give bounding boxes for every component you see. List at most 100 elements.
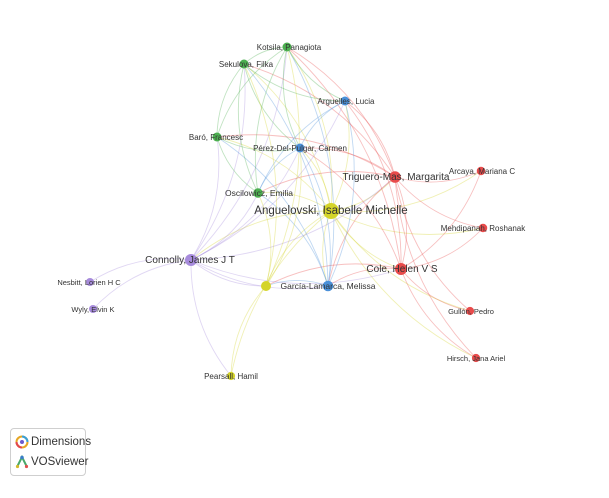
network-edge bbox=[230, 210, 332, 377]
network-edge bbox=[216, 136, 332, 212]
network-edge bbox=[330, 210, 402, 270]
network-nodes bbox=[86, 42, 488, 381]
node-arcaya[interactable] bbox=[476, 166, 486, 176]
network-edge bbox=[282, 46, 301, 149]
network-edge bbox=[286, 46, 346, 102]
network-edge bbox=[216, 46, 288, 138]
network-edge bbox=[216, 136, 301, 152]
node-perez[interactable] bbox=[295, 143, 305, 153]
node-wyly[interactable] bbox=[89, 305, 97, 313]
network-edge bbox=[243, 63, 346, 102]
network-edge bbox=[394, 176, 484, 229]
node-nesbitt[interactable] bbox=[86, 278, 94, 286]
node-label-garcia[interactable]: García-Lamarca, Melissa bbox=[281, 281, 376, 291]
network-edge bbox=[243, 63, 329, 287]
network-edge bbox=[330, 210, 484, 235]
node-label-arcaya[interactable]: Arcaya, Mariana C bbox=[449, 167, 515, 176]
node-label-cole[interactable]: Cole, Helen V S bbox=[366, 264, 437, 275]
node-gullon[interactable] bbox=[465, 306, 475, 316]
node-label-mehdipanah[interactable]: Mehdipanah, Roshanak bbox=[441, 224, 527, 233]
node-oscilowicz[interactable] bbox=[253, 188, 263, 198]
network-edge bbox=[190, 259, 267, 287]
dimensions-label: Dimensions bbox=[31, 436, 92, 448]
network-edge bbox=[216, 136, 329, 287]
node-baro[interactable] bbox=[212, 132, 222, 142]
network-edge bbox=[257, 100, 346, 194]
network-labels: Anguelovski, Isabelle MichelleConnolly, … bbox=[57, 43, 526, 381]
network-edge bbox=[400, 268, 471, 312]
node-label-baro[interactable]: Baró, Francesc bbox=[189, 133, 243, 142]
network-edge bbox=[265, 147, 302, 287]
node-label-kotsila[interactable]: Kotsila, Panagiota bbox=[257, 43, 322, 52]
node-anguelovski[interactable] bbox=[323, 203, 339, 219]
node-label-pearsall[interactable]: Pearsall, Hamil bbox=[204, 372, 258, 381]
vosviewer-row[interactable]: VOSviewer bbox=[15, 452, 89, 472]
node-label-oscilowicz[interactable]: Oscilowicz, Emilia bbox=[225, 188, 293, 198]
network-edge bbox=[190, 46, 288, 261]
network-edge bbox=[265, 280, 329, 287]
node-connolly[interactable] bbox=[185, 254, 197, 266]
node-mehdipanah[interactable] bbox=[478, 223, 488, 233]
network-edge bbox=[394, 176, 477, 359]
vosviewer-logo-icon bbox=[15, 455, 29, 469]
network-edge bbox=[330, 210, 477, 359]
node-label-nesbitt[interactable]: Nesbitt, Lorien H C bbox=[57, 278, 121, 287]
network-edge bbox=[92, 259, 192, 310]
node-triguero[interactable] bbox=[389, 171, 401, 183]
network-edge bbox=[265, 210, 332, 287]
network-edge bbox=[286, 46, 335, 287]
network-edge bbox=[254, 46, 288, 194]
network-edge bbox=[257, 192, 329, 287]
network-edges bbox=[89, 46, 484, 377]
node-label-hirsch[interactable]: Hirsch, Jana Ariel bbox=[447, 354, 506, 363]
node-pearsall[interactable] bbox=[226, 371, 236, 381]
network-edge bbox=[330, 100, 350, 212]
node-kotsila[interactable] bbox=[282, 42, 292, 52]
network-edge bbox=[190, 259, 232, 377]
network-edge bbox=[327, 176, 396, 287]
network-edge bbox=[190, 192, 259, 261]
node-label-triguero[interactable]: Triguero-Mas, Margarita bbox=[343, 172, 450, 183]
node-arguelles[interactable] bbox=[340, 96, 350, 106]
network-edge bbox=[394, 170, 482, 183]
network-edge bbox=[327, 267, 402, 287]
network-edge bbox=[190, 259, 402, 285]
node-hirsch[interactable] bbox=[471, 353, 481, 363]
node-sekulova[interactable] bbox=[239, 59, 249, 69]
network-edge bbox=[257, 147, 301, 194]
node-garcia[interactable] bbox=[322, 280, 334, 292]
network-edge bbox=[190, 136, 220, 261]
network-edge bbox=[394, 176, 471, 312]
attribution-legend: Dimensions VOSviewer bbox=[10, 428, 91, 476]
network-edge bbox=[286, 46, 402, 270]
dimensions-logo-icon bbox=[15, 435, 29, 449]
network-edge bbox=[216, 63, 245, 138]
node-yellow2[interactable] bbox=[261, 281, 271, 291]
node-label-anguelovski[interactable]: Anguelovski, Isabelle Michelle bbox=[254, 205, 407, 217]
node-cole[interactable] bbox=[395, 263, 407, 275]
node-label-wyly[interactable]: Wyly, Elvin K bbox=[71, 305, 114, 314]
network-edge bbox=[190, 100, 346, 261]
network-edge bbox=[216, 134, 396, 178]
network-edge bbox=[299, 147, 402, 270]
network-edge bbox=[257, 192, 272, 287]
network-edge bbox=[89, 258, 192, 283]
dimensions-row[interactable]: Dimensions bbox=[15, 432, 91, 452]
network-edge bbox=[265, 46, 300, 287]
network-edge bbox=[286, 46, 396, 178]
network-edge bbox=[286, 46, 333, 212]
node-label-connolly[interactable]: Connolly, James J T bbox=[145, 255, 235, 266]
network-edge bbox=[299, 100, 346, 149]
node-label-sekulova[interactable]: Sekulova, Filka bbox=[219, 60, 274, 69]
network-edge bbox=[344, 100, 396, 178]
network-edge bbox=[190, 210, 332, 261]
node-label-perez[interactable]: Pérez-Del-Pulgar, Carmen bbox=[253, 144, 347, 153]
network-edge bbox=[327, 100, 355, 287]
network-edge bbox=[243, 63, 396, 178]
network-edge bbox=[330, 210, 471, 312]
node-label-arguelles[interactable]: Arguelles, Lucia bbox=[318, 97, 375, 106]
node-label-gullon[interactable]: Gullón, Pedro bbox=[448, 307, 494, 316]
network-edge bbox=[344, 100, 402, 270]
network-edge bbox=[400, 170, 482, 270]
network-edge bbox=[230, 285, 267, 377]
